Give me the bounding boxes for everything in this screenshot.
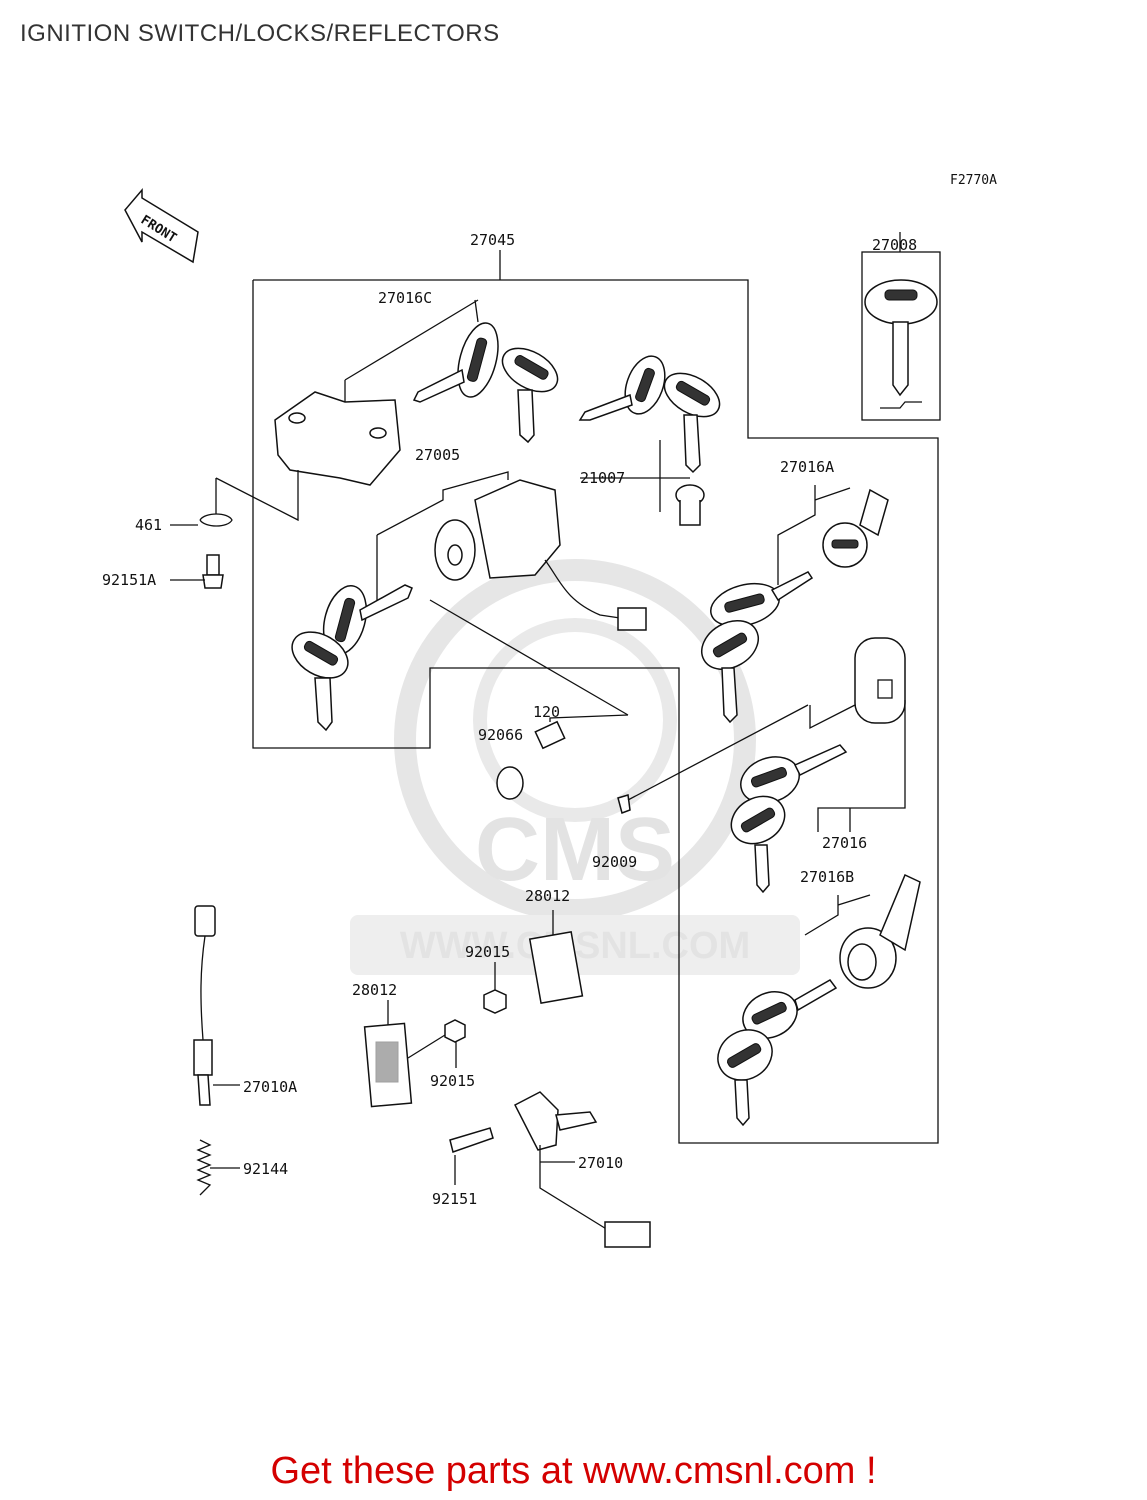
key-pair-27016b-icon <box>717 979 838 1127</box>
part-label: 27016C <box>378 289 432 307</box>
reflector-28012-right-icon <box>528 910 584 1005</box>
screw-92009-icon <box>617 704 809 814</box>
front-arrow-icon: FRONT <box>124 187 199 264</box>
figure-code: F2770A <box>950 173 997 188</box>
part-label: 27016A <box>780 458 834 476</box>
part-label: 27016 <box>822 834 867 852</box>
lock-27016b-icon <box>804 873 921 989</box>
part-label: 27010A <box>243 1078 297 1096</box>
bolt-92151a-icon <box>202 554 224 589</box>
key-pair-27016-icon <box>730 744 848 894</box>
part-label: 28012 <box>525 887 570 905</box>
part-label: 92009 <box>592 853 637 871</box>
part-label: 27016B <box>800 868 854 886</box>
bolt-120-icon <box>429 599 629 750</box>
ignition-switch-27005-icon <box>376 471 647 631</box>
part-labels: 27045 27008 27016C 27005 21007 27016A 46… <box>102 231 917 1208</box>
part-label: 27005 <box>415 446 460 464</box>
part-label: 92151A <box>102 571 156 589</box>
part-label: 27045 <box>470 231 515 249</box>
key-pair-27005-icon <box>291 535 413 732</box>
key-pair-27016a-icon <box>701 571 814 724</box>
part-label: 461 <box>135 516 162 534</box>
part-label: 92144 <box>243 1160 288 1178</box>
switch-27010-icon <box>513 1091 651 1248</box>
key-pair-21007-icon <box>578 355 721 474</box>
bolt-92151-icon <box>449 1127 494 1185</box>
part-label: 120 <box>533 703 560 721</box>
watermark-brand: CMS <box>475 800 675 900</box>
nut-92015-lower-icon <box>444 1019 466 1068</box>
clip-461-icon <box>199 470 299 527</box>
part-label: 92151 <box>432 1190 477 1208</box>
part-label: 27010 <box>578 1154 623 1172</box>
page-title: IGNITION SWITCH/LOCKS/REFLECTORS <box>20 20 500 47</box>
assembly-outlines <box>252 232 941 1144</box>
key-pair-27016c-icon <box>412 322 559 444</box>
lock-27016a-icon <box>777 485 889 585</box>
lock-27016-icon <box>809 637 906 832</box>
watermark-url-bar <box>350 915 800 975</box>
key-27008-icon <box>864 279 938 409</box>
part-label: 92015 <box>465 943 510 961</box>
watermark-inner-ring <box>473 618 677 822</box>
spring-92144-icon <box>196 1139 240 1196</box>
nut-92015-upper-icon <box>483 962 507 1014</box>
part-label: 21007 <box>580 469 625 487</box>
switch-housing-icon <box>274 299 479 486</box>
part-label: 92066 <box>478 726 523 744</box>
part-label: 27008 <box>872 236 917 254</box>
cms-watermark: CMS WWW.CMSNL.COM <box>350 559 800 975</box>
reflector-28012-left-icon <box>363 1000 446 1108</box>
part-label: 28012 <box>352 981 397 999</box>
part-label: 92015 <box>430 1072 475 1090</box>
leader-lines <box>170 299 660 581</box>
cap-92066-icon <box>496 766 524 800</box>
cta-banner[interactable]: Get these parts at www.cmsnl.com ! <box>270 1450 877 1492</box>
sensor-27010a-icon <box>193 905 240 1106</box>
watermark-ring <box>394 559 756 921</box>
cap-21007-icon <box>659 440 705 526</box>
